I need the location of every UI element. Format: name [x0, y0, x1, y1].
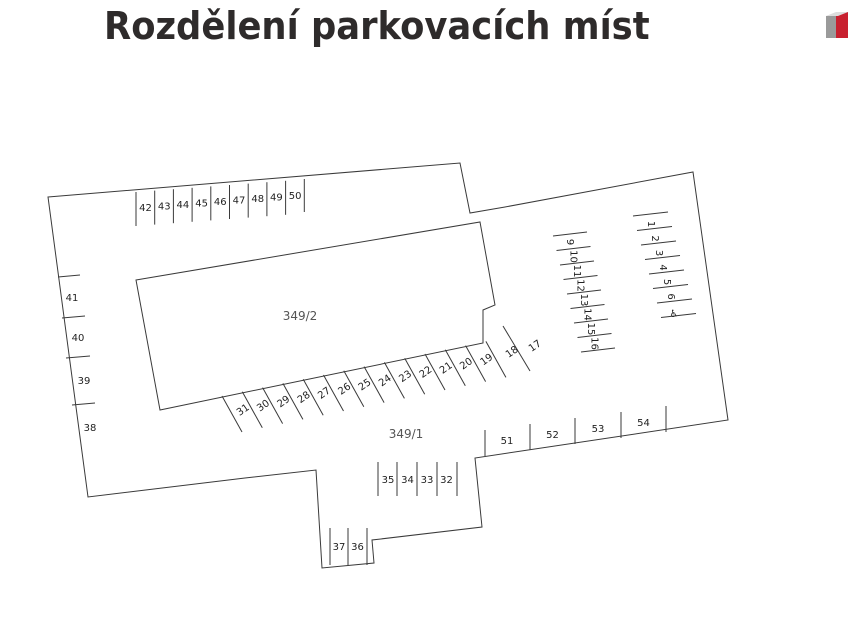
spot-divider	[660, 313, 697, 318]
parking-spot-14: 14	[582, 308, 593, 321]
spot-divider	[282, 383, 304, 420]
spot-divider	[485, 341, 507, 378]
building-outline	[135, 221, 496, 411]
spot-divider	[323, 374, 344, 412]
parking-spot-36: 36	[351, 542, 364, 553]
spot-divider	[656, 298, 693, 304]
spot-divider	[424, 353, 446, 391]
spot-divider	[221, 395, 243, 433]
parking-spot-45: 45	[195, 199, 208, 210]
spot-divider	[71, 402, 96, 406]
parking-spot-48: 48	[251, 194, 264, 205]
parking-spot-32: 32	[440, 475, 453, 486]
courtyard-label: 349/1	[389, 427, 424, 441]
spot-divider	[241, 391, 263, 429]
parking-spot-37: 37	[333, 542, 346, 553]
spot-divider	[652, 284, 689, 289]
parking-spot-35: 35	[382, 475, 395, 486]
parking-spot-39: 39	[78, 376, 91, 387]
parking-spot-♿: ♿	[670, 309, 679, 320]
spot-divider	[444, 349, 466, 387]
spot-divider	[577, 333, 612, 338]
parking-spot-9: 9	[564, 239, 575, 245]
parking-spot-47: 47	[233, 196, 246, 207]
spot-divider	[302, 378, 324, 416]
parking-spot-4: 4	[657, 264, 668, 270]
spot-divider	[556, 246, 591, 251]
parking-spot-11: 11	[571, 265, 582, 278]
spot-divider	[648, 269, 685, 275]
spot-divider	[563, 275, 598, 280]
parking-spot-2: 2	[649, 235, 660, 241]
parking-spot-44: 44	[177, 200, 190, 211]
spot-divider	[404, 357, 426, 395]
brand-logo-icon	[826, 12, 848, 38]
spot-divider	[61, 315, 86, 319]
parking-spot-51: 51	[501, 436, 514, 447]
parking-lot-outline	[47, 162, 729, 569]
spot-divider	[262, 387, 284, 424]
spot-divider	[383, 362, 405, 399]
spot-divider	[559, 260, 595, 266]
spot-divider	[636, 226, 673, 231]
parking-spot-43: 43	[158, 202, 171, 213]
parking-spot-41: 41	[66, 293, 79, 304]
building-label: 349/2	[283, 309, 318, 323]
parking-spot-50: 50	[289, 191, 302, 202]
parking-spot-13: 13	[578, 294, 589, 307]
parking-spot-49: 49	[270, 193, 283, 204]
spot-divider	[65, 355, 91, 359]
spot-divider	[363, 366, 385, 403]
parking-spot-6: 6	[665, 293, 676, 299]
parking-spot-53: 53	[592, 424, 605, 435]
parking-spot-17: 17	[527, 338, 544, 354]
spot-divider	[502, 325, 531, 372]
parking-spot-15: 15	[585, 323, 596, 336]
spot-divider	[566, 289, 602, 295]
page-title: Rozdělení parkovacích míst	[104, 4, 650, 48]
parking-spot-5: 5	[661, 279, 672, 285]
parking-spot-54: 54	[637, 418, 650, 429]
parking-spot-33: 33	[421, 475, 434, 486]
spot-divider	[644, 255, 681, 260]
spot-divider	[570, 304, 605, 309]
spot-divider	[552, 231, 588, 237]
parking-spot-10: 10	[568, 250, 579, 263]
spot-divider	[343, 370, 365, 408]
parking-spot-38: 38	[84, 423, 97, 434]
spot-divider	[640, 240, 677, 246]
parking-spot-34: 34	[401, 475, 414, 486]
spot-divider	[573, 318, 609, 324]
parking-spot-46: 46	[214, 197, 227, 208]
parking-spot-52: 52	[546, 430, 559, 441]
spot-divider	[580, 347, 616, 353]
parking-spot-12: 12	[575, 279, 586, 292]
parking-spot-1: 1	[645, 221, 656, 227]
spot-divider	[632, 211, 669, 217]
parking-spot-3: 3	[653, 250, 664, 256]
parking-spot-42: 42	[139, 203, 152, 214]
parking-spot-18: 18	[504, 344, 521, 360]
parking-spot-40: 40	[72, 333, 85, 344]
parking-spot-16: 16	[589, 337, 600, 350]
spot-divider	[57, 274, 81, 278]
spot-divider	[465, 345, 487, 382]
